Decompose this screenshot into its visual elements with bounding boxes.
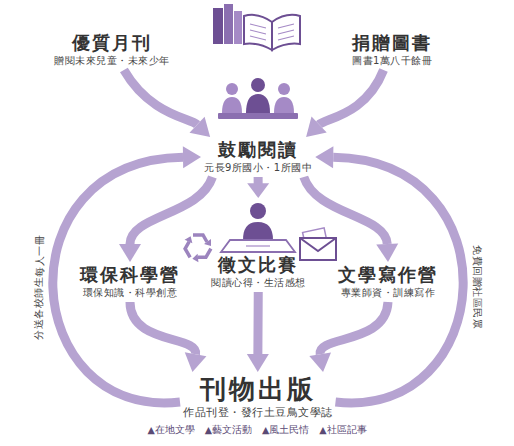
reader-body: [274, 97, 294, 113]
recycle-arrow: [193, 235, 211, 246]
flow-arrow: [130, 302, 206, 372]
heading-text: 捐贈圖書: [352, 32, 432, 54]
books-icon: [213, 4, 300, 50]
writer-head: [250, 203, 266, 219]
detail-text: 閱讀心得・生活感想: [211, 276, 306, 290]
topic-tag: ▲藝文活動: [205, 424, 252, 436]
program-heading: 捐贈圖書圖書1萬八千餘冊: [349, 30, 435, 70]
book-spine: [213, 8, 223, 44]
arrow-label: 免費回贈社區民眾: [470, 242, 483, 332]
flow-arrow: [309, 302, 388, 372]
arrow-head: [189, 117, 210, 137]
detail-text: 元長9所國小・1所國中: [204, 161, 312, 175]
book-spine: [224, 4, 233, 44]
recycle-icon: [181, 235, 211, 264]
arrow-head: [247, 183, 269, 198]
reader-body: [222, 97, 242, 113]
arrow-shaft: [130, 177, 212, 244]
heading-text: 環保科學營: [80, 264, 180, 286]
flow-arrow: [304, 177, 398, 262]
heading-text: 刊物出版: [183, 374, 333, 405]
flow-arrow: [247, 292, 269, 372]
arrow-shaft: [333, 157, 463, 403]
arrow-head: [376, 244, 398, 262]
detail-text: 作品刊登・發行土豆鳥文學誌: [183, 405, 333, 420]
arrow-shaft: [253, 292, 262, 354]
book-lines: [250, 24, 294, 40]
recycle-arrow-head: [204, 239, 211, 246]
arrow-label: 分送各校師生每人一冊: [33, 232, 46, 343]
heading-text: 徵文比賽: [211, 254, 306, 276]
envelope-icon: [300, 228, 336, 260]
activity-heading: 文學寫作營專業師資・訓練寫作: [335, 262, 441, 302]
arrow-shaft: [320, 302, 388, 354]
detail-text: 環保知識・科學創意: [80, 286, 180, 300]
arrow-head: [183, 146, 201, 168]
readers-icon: [218, 78, 298, 119]
reader-head: [278, 83, 290, 95]
arrow-shaft: [124, 70, 197, 125]
program-heading: 優質月刊贈閱未來兒童・未來少年: [51, 30, 173, 70]
recycle-arrow: [181, 236, 200, 257]
hub-heading: 鼓勵閱讀元長9所國小・1所國中: [201, 137, 315, 177]
paper-line: [246, 245, 270, 246]
envelope-body: [300, 238, 336, 260]
arrow-head: [119, 244, 141, 262]
topic-tag: ▲社區記事: [319, 424, 366, 436]
reader-head: [226, 83, 238, 95]
flow-arrow: [247, 177, 269, 198]
arrow-shaft: [130, 302, 196, 354]
tag-row: ▲在地文學 ▲藝文活動 ▲風土民情 ▲社區記事: [0, 424, 514, 436]
detail-text: 圖書1萬八千餘冊: [352, 54, 432, 68]
arrow-head: [185, 352, 207, 372]
writer-icon: [216, 200, 300, 254]
flow-arrow: [315, 146, 463, 403]
output-heading: 刊物出版作品刊登・發行土豆鳥文學誌: [180, 372, 336, 422]
activity-heading: 徵文比賽閱讀心得・生活感想: [208, 198, 309, 292]
topic-tag: ▲風土民情: [262, 424, 309, 436]
recycle-arrow: [192, 243, 211, 264]
heading-text: 優質月刊: [54, 32, 170, 54]
arrow-head: [309, 352, 331, 372]
detail-text: 專業師資・訓練寫作: [338, 286, 438, 300]
reader-head: [251, 78, 265, 92]
reading-table: [218, 113, 298, 119]
writing-paper: [221, 240, 295, 252]
book-spine: [234, 11, 242, 44]
envelope-flap: [300, 238, 336, 251]
flow-arrow: [124, 70, 210, 137]
arrow-shaft: [304, 177, 387, 244]
writer-body: [243, 222, 273, 240]
flow-arrow: [119, 177, 212, 262]
arrow-head: [315, 146, 333, 168]
arrow-head: [247, 354, 269, 372]
arrow-shaft: [53, 157, 183, 403]
arrow-head: [306, 117, 327, 137]
recycle-arrow-shaft: [193, 235, 207, 242]
activity-heading: 環保科學營環保知識・科學創意: [77, 262, 183, 302]
detail-text: 贈閱未來兒童・未來少年: [54, 54, 170, 68]
heading-text: 鼓勵閱讀: [204, 139, 312, 161]
arrow-shaft: [319, 70, 383, 125]
topic-tag: ▲在地文學: [147, 424, 194, 436]
heading-text: 文學寫作營: [338, 264, 438, 286]
reader-body: [246, 94, 270, 113]
flow-arrow: [306, 70, 383, 137]
flow-arrow: [53, 146, 201, 403]
